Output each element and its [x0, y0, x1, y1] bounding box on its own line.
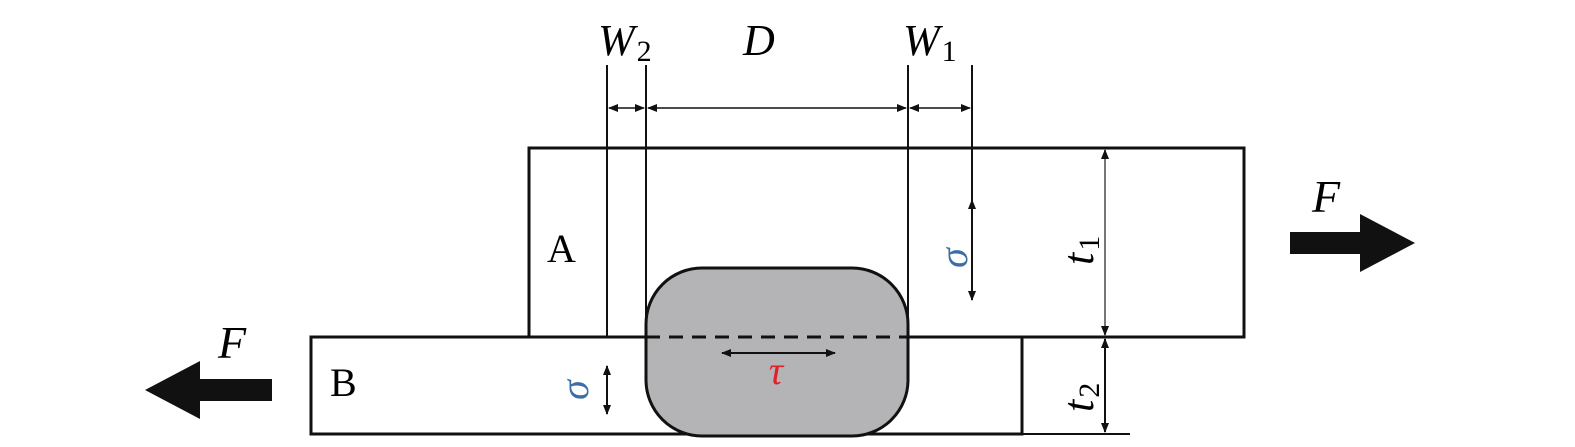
label-t2: t2 — [1054, 383, 1106, 412]
label-force-right: F — [1311, 171, 1341, 222]
label-w2: W2 — [598, 16, 652, 68]
label-force-left: F — [217, 317, 247, 368]
label-d: D — [742, 16, 775, 65]
label-t1: t1 — [1054, 236, 1106, 265]
label-sigma-b: σ — [552, 379, 597, 400]
force-arrow-right — [1290, 214, 1415, 272]
label-sigma-a: σ — [931, 247, 976, 268]
force-arrow-left — [145, 361, 272, 419]
label-tau: τ — [769, 348, 785, 393]
label-plate-b: B — [330, 360, 357, 405]
label-plate-a: A — [547, 226, 576, 271]
label-w1: W1 — [903, 16, 957, 68]
